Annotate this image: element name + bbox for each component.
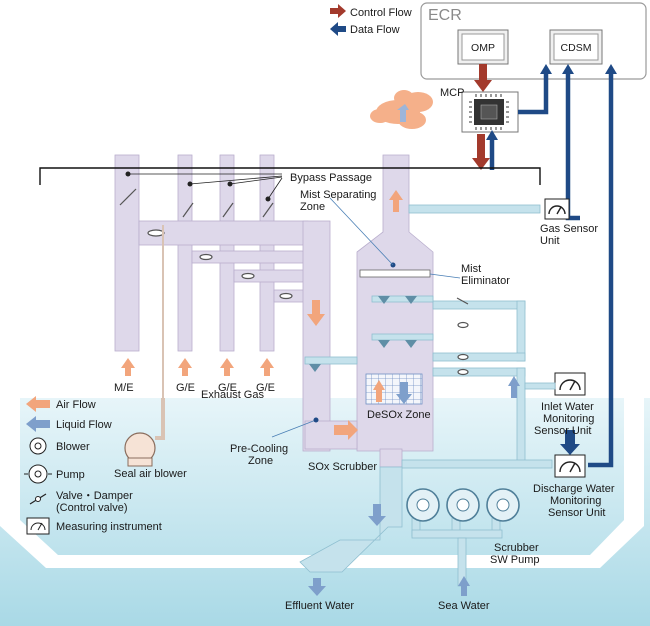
- pump-icon: [24, 464, 52, 484]
- effluent-water-label: Effluent Water: [285, 600, 354, 612]
- valve-icon: [29, 493, 47, 505]
- damper-valves: [119, 188, 469, 376]
- legend-air-flow-icon: [26, 396, 50, 412]
- mcp-controller[interactable]: MCP: [440, 87, 519, 133]
- exhaust-gas-label: Exhaust Gas: [201, 389, 264, 401]
- legend-blower-label: Blower: [56, 441, 90, 453]
- mcp-label: MCP: [440, 87, 464, 99]
- engine-ge3-label: G/E: [256, 382, 275, 394]
- liquid-flow-arrows: [308, 376, 520, 596]
- seal-air-blower[interactable]: [124, 225, 165, 467]
- omp-terminal[interactable]: OMP: [457, 29, 509, 65]
- water-pipes: [299, 204, 553, 587]
- measuring-instrument-icon: [26, 517, 50, 535]
- legend-labels: Air Flow Liquid Flow Blower Pump Valve・D…: [56, 399, 162, 533]
- engine-me-label: M/E: [114, 382, 134, 394]
- legend-liquid-flow-icon: [26, 416, 50, 432]
- exhaust-smoke-plume: [370, 90, 433, 129]
- omp-to-mcp-arrow: [474, 64, 492, 92]
- mcp-control-arrow: [472, 134, 490, 170]
- annotation-leaders: [271, 197, 461, 438]
- legend-air-flow-label: Air Flow: [56, 399, 96, 411]
- legend-pump-label: Pump: [56, 469, 85, 481]
- sea-water-label: Sea Water: [438, 600, 490, 612]
- scrubber-sw-pumps[interactable]: [406, 488, 520, 522]
- legend-control-flow-label: Control Flow: [350, 7, 412, 19]
- inlet-water-gauge[interactable]: [554, 372, 586, 396]
- bypass-bracket: [39, 167, 541, 185]
- sox-scrubber-label: SOx Scrubber: [308, 461, 377, 473]
- legend-data-flow: Data Flow: [330, 22, 400, 36]
- seal-air-blower-label: Seal air blower: [114, 468, 187, 480]
- cdsm-label: CDSM: [561, 42, 592, 54]
- ecr-title: ECR: [428, 7, 462, 24]
- legend-measuring-instrument-label: Measuring instrument: [56, 521, 162, 533]
- mist-out-arrow: [397, 104, 409, 122]
- desox-zone-label: DeSOx Zone: [367, 409, 431, 421]
- bypass-dampers: [125, 171, 271, 202]
- inlet-to-discharge-data-arrow: [560, 430, 580, 455]
- gas-sensor-gauge[interactable]: [544, 198, 570, 220]
- legend-data-flow-label: Data Flow: [350, 24, 400, 36]
- omp-label: OMP: [471, 42, 495, 54]
- discharge-water-gauge[interactable]: [554, 454, 586, 478]
- spray-nozzles: [309, 296, 417, 372]
- data-arrowheads: [486, 64, 617, 140]
- bypass-leader-lines: [128, 173, 283, 200]
- blower-icon: [29, 437, 47, 455]
- cdsm-terminal[interactable]: CDSM: [549, 29, 603, 65]
- engine-ge1-label: G/E: [176, 382, 195, 394]
- engine-ge2-label: G/E: [218, 382, 237, 394]
- mist-eliminator-element: [359, 269, 431, 278]
- pre-cooling-marker: [313, 417, 319, 423]
- inlet-sensor-pipe: [524, 382, 556, 390]
- legend-liquid-flow-label: Liquid Flow: [56, 419, 112, 431]
- air-flow-arrows: [121, 190, 403, 440]
- legend-valve-label: Valve・Damper(Control valve): [56, 490, 133, 514]
- legend-control-flow: Control Flow: [330, 4, 412, 19]
- bypass-passage-label: Bypass Passage: [290, 172, 372, 184]
